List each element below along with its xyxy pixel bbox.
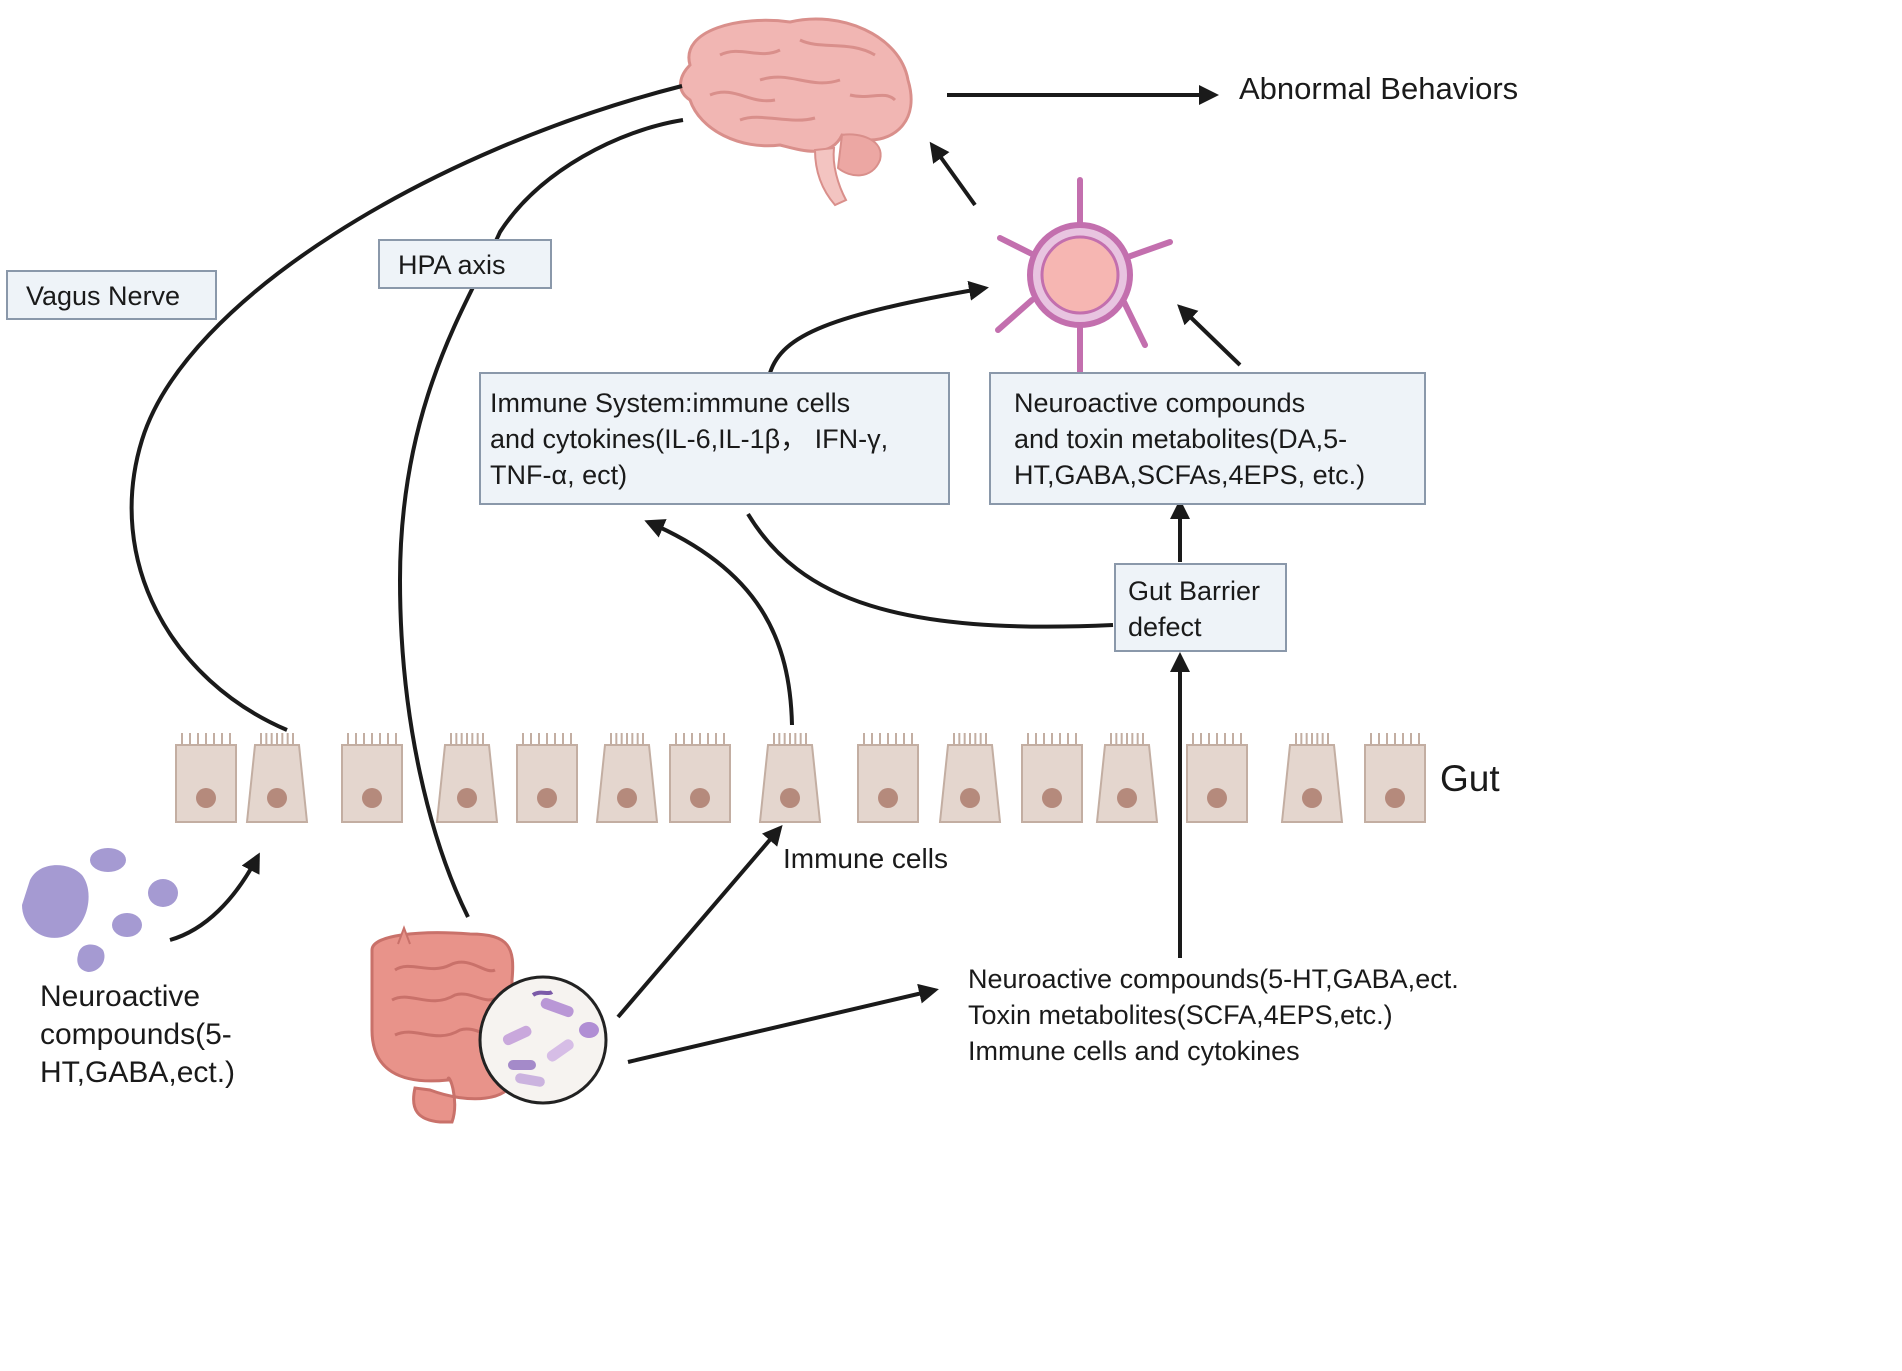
epithelial-cell (1364, 744, 1426, 823)
hpa-axis-box: HPA axis (378, 239, 552, 289)
left-compounds-line-3: HT,GABA,ect.) (40, 1056, 236, 1089)
hpa-axis-path (397, 118, 684, 918)
gut-brain-axis-diagram (22, 17, 1426, 1124)
box-to-bbb-arrow (1177, 304, 1242, 367)
gut-barrier-line-1: Gut Barrier (1128, 576, 1261, 606)
bottom-right-line-2: Toxin metabolites(SCFA,4EPS,etc.) (968, 1000, 1393, 1030)
neuroactive-box-line-2: and toxin metabolites(DA,5- (1014, 424, 1348, 454)
epithelial-cell (1280, 744, 1344, 823)
cell-nucleus (196, 788, 216, 808)
microbiota-to-compounds-arrow (627, 983, 939, 1064)
immune-cells-label: Immune cells (783, 843, 948, 874)
cell-nucleus (1117, 788, 1137, 808)
cells-to-immune-arrow (644, 519, 794, 726)
cell-nucleus (457, 788, 477, 808)
epithelial-cell (516, 744, 578, 823)
brain-icon (679, 17, 913, 207)
epithelial-cell (595, 744, 659, 823)
immune-system-line-3: TNF-α, ect) (490, 460, 628, 490)
cell-nucleus (267, 788, 287, 808)
abnormal-behaviors-label: Abnormal Behaviors (1239, 71, 1519, 106)
neuroactive-box-line-1: Neuroactive compounds (1014, 388, 1306, 418)
gut-label: Gut (1440, 758, 1500, 799)
vagus-nerve-box: Vagus Nerve (6, 270, 217, 320)
left-compounds-line-2: compounds(5- (40, 1018, 232, 1051)
bottom-right-label: Neuroactive compounds(5-HT,GABA,ect. Tox… (968, 961, 1459, 1069)
vagus-nerve-path (129, 84, 683, 732)
immune-system-line-1: Immune System:immune cells (490, 388, 851, 418)
barrier-to-immune-arrow (746, 512, 1114, 629)
epithelial-cell (758, 744, 822, 823)
left-compounds-line-1: Neuroactive (40, 980, 201, 1013)
cell-nucleus (780, 788, 800, 808)
neuroactive-box-line-3: HT,GABA,SCFAs,4EPS, etc.) (1014, 460, 1366, 490)
cell-nucleus (362, 788, 382, 808)
immune-system-box: Immune System:immune cells and cytokines… (479, 372, 950, 505)
immune-to-bbb-arrow (768, 280, 989, 374)
intestine-icon (370, 925, 515, 1124)
cell-nucleus (617, 788, 637, 808)
neuroactive-toxin-box: Neuroactive compounds and toxin metaboli… (989, 372, 1426, 505)
gut-barrier-box: Gut Barrier defect (1114, 563, 1287, 652)
epithelial-cell (938, 744, 1002, 823)
vagus-nerve-label: Vagus Nerve (26, 281, 181, 311)
epithelial-cell (1186, 744, 1248, 823)
cell-nucleus (878, 788, 898, 808)
cell-nucleus (960, 788, 980, 808)
microbiota-icon (478, 975, 608, 1105)
blood-brain-barrier-icon (995, 177, 1173, 375)
compounds-to-gut-arrow (169, 852, 260, 942)
epithelial-cell (669, 744, 731, 823)
cell-nucleus (537, 788, 557, 808)
epithelial-cell (435, 744, 499, 823)
hpa-axis-label: HPA axis (398, 250, 506, 280)
bottom-right-line-3: Immune cells and cytokines (968, 1036, 1300, 1066)
cell-nucleus (1385, 788, 1405, 808)
cell-nucleus (1207, 788, 1227, 808)
epithelial-cell (175, 744, 237, 823)
epithelial-cell-icon (175, 733, 1426, 823)
cell-nucleus (690, 788, 710, 808)
epithelial-cell (857, 744, 919, 823)
epithelial-cell (245, 744, 309, 823)
bottom-right-line-1: Neuroactive compounds(5-HT,GABA,ect. (968, 964, 1459, 994)
left-compounds-label: Neuroactive compounds(5- HT,GABA,ect.) (40, 978, 235, 1092)
epithelial-cell (341, 744, 403, 823)
bbb-to-brain-arrow (929, 141, 977, 207)
cell-nucleus (1042, 788, 1062, 808)
microbiota-to-immune-cells-arrow (616, 824, 783, 1019)
cell-nucleus (1302, 788, 1322, 808)
compound-blob-icon (22, 848, 178, 972)
immune-system-line-2: and cytokines(IL-6,IL-1β， IFN-γ, (490, 424, 889, 454)
epithelial-cell (1095, 744, 1159, 823)
epithelial-cell (1021, 744, 1083, 823)
gut-barrier-line-2: defect (1128, 612, 1202, 642)
